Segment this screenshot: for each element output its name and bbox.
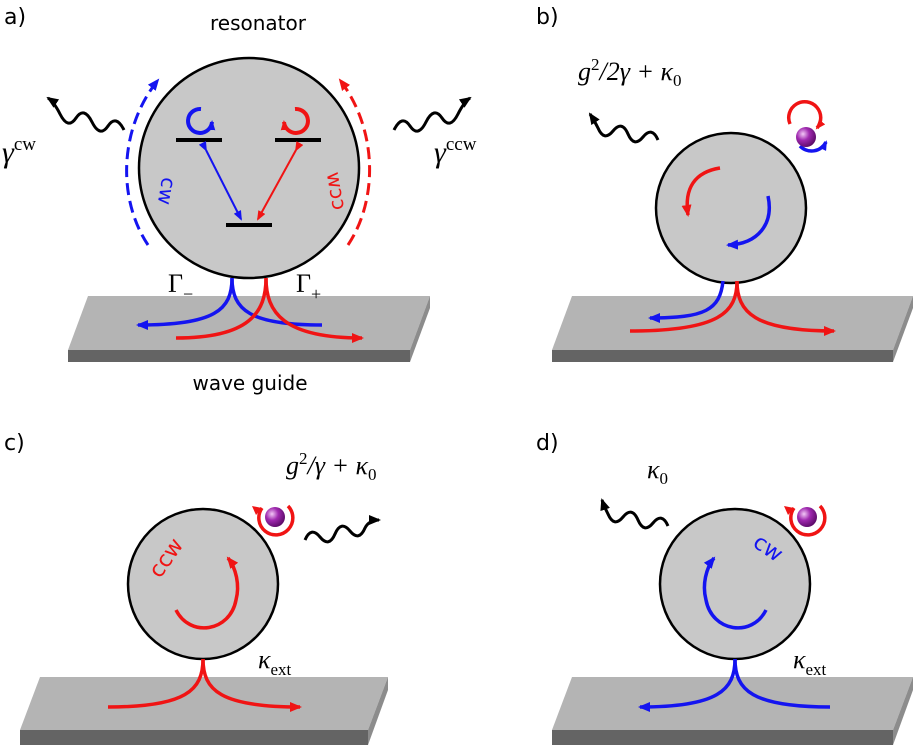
circulation-red-b <box>681 166 721 217</box>
cw-label-a: cw <box>153 176 181 207</box>
panel-d: d) cw κ0 κext <box>536 431 913 745</box>
kappa-ext-c: κext <box>258 645 292 679</box>
panel-a-label: a) <box>4 5 26 30</box>
atom-c <box>252 504 295 537</box>
panel-b-label: b) <box>536 5 559 30</box>
coupling-red-a-left <box>175 277 268 340</box>
transition-red <box>257 141 304 221</box>
kappa-ext-d: κext <box>793 645 827 679</box>
panel-d-label: d) <box>536 431 559 456</box>
sigma-cw-icon <box>186 106 216 135</box>
panel-c-label: c) <box>4 431 25 456</box>
decay-rate-d: κ0 <box>647 455 668 488</box>
waveguide-d <box>552 677 913 745</box>
panel-c: c) ccw g2/γ + κ0 κext <box>4 431 388 745</box>
decay-rate-b: g2/2γ + κ0 <box>578 55 682 90</box>
resonator-a <box>137 56 361 280</box>
waveguide-label: wave guide <box>192 371 307 395</box>
resonator-d <box>658 507 812 661</box>
gamma-plus-label: Γ+ <box>296 269 321 304</box>
atom-d <box>784 504 827 537</box>
transition-blue <box>198 141 242 221</box>
emission-left-a <box>46 96 126 133</box>
dashed-arc-red <box>338 78 371 246</box>
circulation-blue-d <box>702 556 768 630</box>
coupling-red-c-right <box>201 658 302 712</box>
decay-rate-c: g2/γ + κ0 <box>286 449 377 484</box>
coupling-red-b-right <box>735 280 836 336</box>
coupling-blue-a-right <box>230 277 323 327</box>
coupling-blue-b <box>648 280 725 323</box>
resonator-c <box>126 507 280 661</box>
emission-c <box>303 515 381 544</box>
emission-right-a <box>392 96 472 133</box>
waveguide-b <box>552 296 913 362</box>
resonator-b <box>654 131 808 285</box>
waveguide-a <box>68 296 430 362</box>
emission-b <box>588 112 660 144</box>
atom-b <box>786 100 828 153</box>
gamma-cw-label: γcw <box>2 134 36 169</box>
coupling-blue-d-right <box>733 658 831 709</box>
circulation-red-c <box>174 556 240 630</box>
circulation-blue-b <box>726 195 771 250</box>
emission-d <box>600 498 670 530</box>
waveguide-c <box>20 677 388 745</box>
resonator-label: resonator <box>210 11 307 35</box>
panel-b: b) g2/2γ + κ0 <box>536 5 913 362</box>
gamma-ccw-label: γccw <box>434 134 477 169</box>
panel-a: a) resonator wave guide cw ccw <box>2 5 477 395</box>
dashed-arc-blue <box>125 78 160 246</box>
gamma-minus-label: Γ− <box>168 269 193 304</box>
sigma-ccw-icon <box>280 106 310 135</box>
